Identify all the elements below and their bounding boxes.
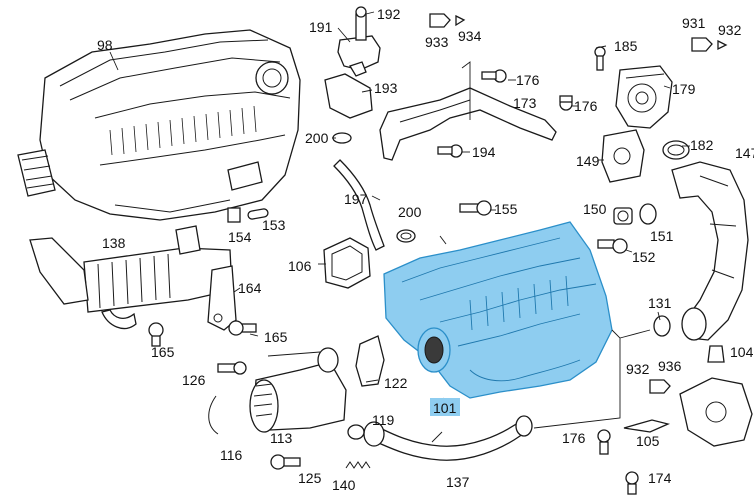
label-138: 138 xyxy=(102,235,126,251)
label-176c: 176 xyxy=(562,430,586,446)
part-164-bracket[interactable] xyxy=(207,265,237,331)
label-104: 104 xyxy=(730,344,754,360)
part-105-bracket[interactable] xyxy=(623,419,670,433)
bolt-176-a[interactable] xyxy=(481,69,507,83)
label-933: 933 xyxy=(425,34,449,50)
label-151: 151 xyxy=(650,228,674,244)
bolt-165-a[interactable] xyxy=(228,320,257,336)
part-154[interactable] xyxy=(227,207,241,223)
label-200a: 200 xyxy=(305,130,329,146)
part-191-sensor[interactable] xyxy=(337,6,381,77)
label-179: 179 xyxy=(672,81,696,97)
label-932: 932 xyxy=(718,22,742,38)
label-165a: 165 xyxy=(264,329,288,345)
bolt-125[interactable] xyxy=(270,454,301,470)
bolt-165-b[interactable] xyxy=(148,322,164,347)
oring-182[interactable] xyxy=(662,140,690,160)
part-137-pipe[interactable] xyxy=(363,415,533,461)
bolt-176-c[interactable] xyxy=(597,429,611,455)
part-179-egr-valve[interactable] xyxy=(615,65,673,129)
label-155: 155 xyxy=(494,201,518,217)
label-934: 934 xyxy=(458,28,482,44)
label-116: 116 xyxy=(220,447,243,463)
oring-119[interactable] xyxy=(347,424,365,440)
part-140-spring[interactable] xyxy=(345,461,371,469)
label-931: 931 xyxy=(682,15,706,31)
bolt-174[interactable] xyxy=(625,471,639,495)
part-932-connector[interactable] xyxy=(649,379,671,394)
part-101-manifold-highlighted[interactable] xyxy=(383,221,613,399)
label-149: 149 xyxy=(576,153,600,169)
clamp-200-lower[interactable] xyxy=(396,229,416,243)
label-147: 147 xyxy=(735,145,754,161)
label-101: 101 xyxy=(433,400,457,416)
part-193-bracket[interactable] xyxy=(324,73,373,119)
bolt-155[interactable] xyxy=(459,200,492,216)
label-164: 164 xyxy=(238,280,262,296)
label-119: 119 xyxy=(372,412,395,428)
bolt-185[interactable] xyxy=(594,46,606,71)
plug-150[interactable] xyxy=(613,207,633,225)
label-200b: 200 xyxy=(398,204,422,220)
bolt-152[interactable] xyxy=(597,238,628,254)
label-154: 154 xyxy=(228,229,252,245)
label-185: 185 xyxy=(614,38,638,54)
label-140: 140 xyxy=(332,477,356,493)
label-173: 173 xyxy=(513,95,537,111)
gasket-149[interactable] xyxy=(601,129,645,183)
label-122: 122 xyxy=(384,375,408,391)
part-936-actuator[interactable] xyxy=(679,345,753,447)
label-126: 126 xyxy=(182,372,206,388)
label-194: 194 xyxy=(472,144,496,160)
part-153[interactable] xyxy=(247,208,269,220)
oring-151[interactable] xyxy=(639,203,657,225)
label-106: 106 xyxy=(288,258,312,274)
gasket-106[interactable] xyxy=(323,237,371,289)
label-153: 153 xyxy=(262,217,286,233)
label-131: 131 xyxy=(648,295,672,311)
label-137: 137 xyxy=(446,474,470,490)
label-165b: 165 xyxy=(151,344,175,360)
label-192: 192 xyxy=(377,6,401,22)
label-98: 98 xyxy=(97,37,113,53)
label-152: 152 xyxy=(632,249,656,265)
leader-lines xyxy=(109,11,690,443)
part-931-connector[interactable] xyxy=(691,37,728,52)
part-113-throttle[interactable] xyxy=(249,347,347,433)
label-174: 174 xyxy=(648,470,672,486)
part-98-manifold[interactable] xyxy=(17,29,301,221)
label-193: 193 xyxy=(374,80,398,96)
gasket-122[interactable] xyxy=(355,335,385,387)
oring-131[interactable] xyxy=(653,315,671,337)
part-173-bracket[interactable] xyxy=(379,87,557,161)
label-191: 191 xyxy=(309,19,333,35)
label-176b: 176 xyxy=(574,98,598,114)
label-182: 182 xyxy=(690,137,714,153)
label-176a: 176 xyxy=(516,72,540,88)
part-138-cooler[interactable] xyxy=(29,225,233,329)
part-labels: 98 191 192 933 934 931 932 185 176 176 1… xyxy=(97,6,754,493)
label-101-highlight-box xyxy=(430,398,460,416)
label-932b: 932 xyxy=(626,361,650,377)
part-197-hose[interactable] xyxy=(333,159,385,251)
bolt-194[interactable] xyxy=(437,144,463,158)
bolt-126[interactable] xyxy=(217,361,247,375)
label-150: 150 xyxy=(583,201,607,217)
label-936: 936 xyxy=(658,358,682,374)
label-105: 105 xyxy=(636,433,660,449)
label-125: 125 xyxy=(298,470,322,486)
part-147-pipe[interactable] xyxy=(671,161,749,341)
label-113: 113 xyxy=(270,430,293,446)
part-116-hose[interactable] xyxy=(208,395,219,435)
part-933-connector[interactable] xyxy=(429,13,466,28)
label-197: 197 xyxy=(344,191,368,207)
bolt-176-b[interactable] xyxy=(559,95,573,111)
